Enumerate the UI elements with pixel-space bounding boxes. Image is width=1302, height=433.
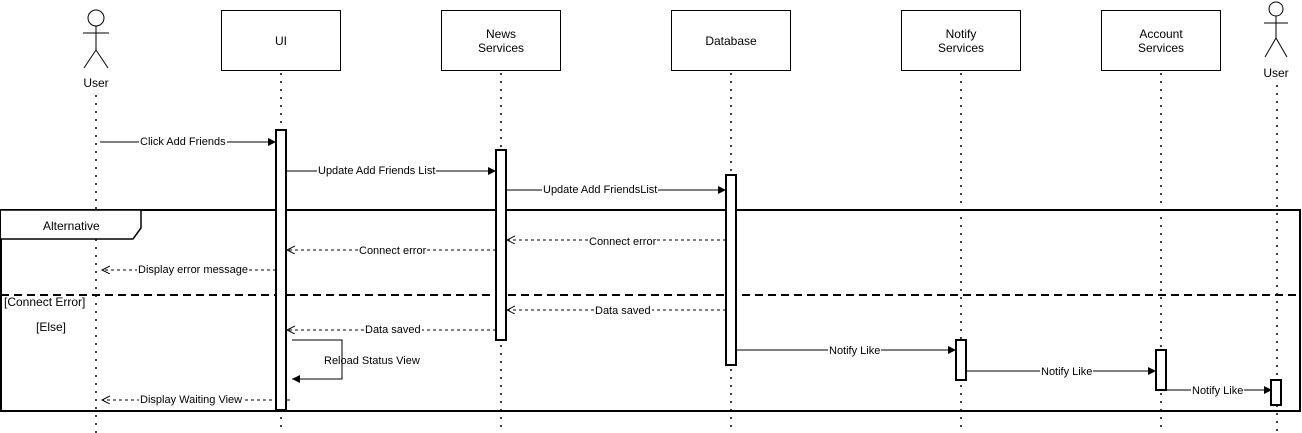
activation-user-right xyxy=(1270,379,1282,406)
msg-label-connect-error-news: Connect error xyxy=(358,245,428,258)
activation-ui xyxy=(275,129,287,411)
actor-user-right-label: User xyxy=(1263,66,1289,80)
actor-user-right-icon xyxy=(1264,1,1288,58)
participant-database: Database xyxy=(671,10,791,71)
msg-label-data-saved-db: Data saved xyxy=(594,305,652,318)
msg-label-update-add-friendslist-db: Update Add FriendsList xyxy=(542,184,659,197)
activation-notify xyxy=(955,339,967,381)
msg-label-notify-like-2: Notify Like xyxy=(1040,366,1094,379)
alt-fragment xyxy=(0,209,1301,412)
guard-connect-error: [Connect Error] xyxy=(4,295,86,309)
alt-fragment-tab xyxy=(1,209,142,240)
participant-notify-services: Notify Services xyxy=(901,10,1021,71)
msg-label-update-add-friends-list: Update Add Friends List xyxy=(317,165,437,178)
msg-label-reload-status-view: Reload Status View xyxy=(324,355,420,367)
actor-user-left-icon xyxy=(83,9,109,69)
msg-label-click-add-friends: Click Add Friends xyxy=(139,136,227,149)
msg-label-display-error: Display error message xyxy=(137,264,250,277)
msg-label-connect-error-db: Connect error xyxy=(588,236,658,249)
activation-database xyxy=(725,174,737,366)
msg-label-notify-like-3: Notify Like xyxy=(1191,385,1245,398)
msg-label-data-saved-news: Data saved xyxy=(364,324,422,337)
activation-account xyxy=(1155,349,1167,391)
actor-user-left-label: User xyxy=(83,76,109,90)
msg-reload-status-view xyxy=(292,339,343,383)
participant-news-services: News Services xyxy=(441,10,561,71)
msg-label-notify-like-1: Notify Like xyxy=(828,345,882,358)
participant-ui: UI xyxy=(221,10,341,71)
activation-news xyxy=(495,149,507,341)
alt-fragment-label: Alternative xyxy=(43,219,100,233)
guard-else: [Else] xyxy=(36,320,67,334)
msg-label-display-waiting: Display Waiting View xyxy=(139,394,244,407)
participant-account-services: Account Services xyxy=(1101,10,1221,71)
